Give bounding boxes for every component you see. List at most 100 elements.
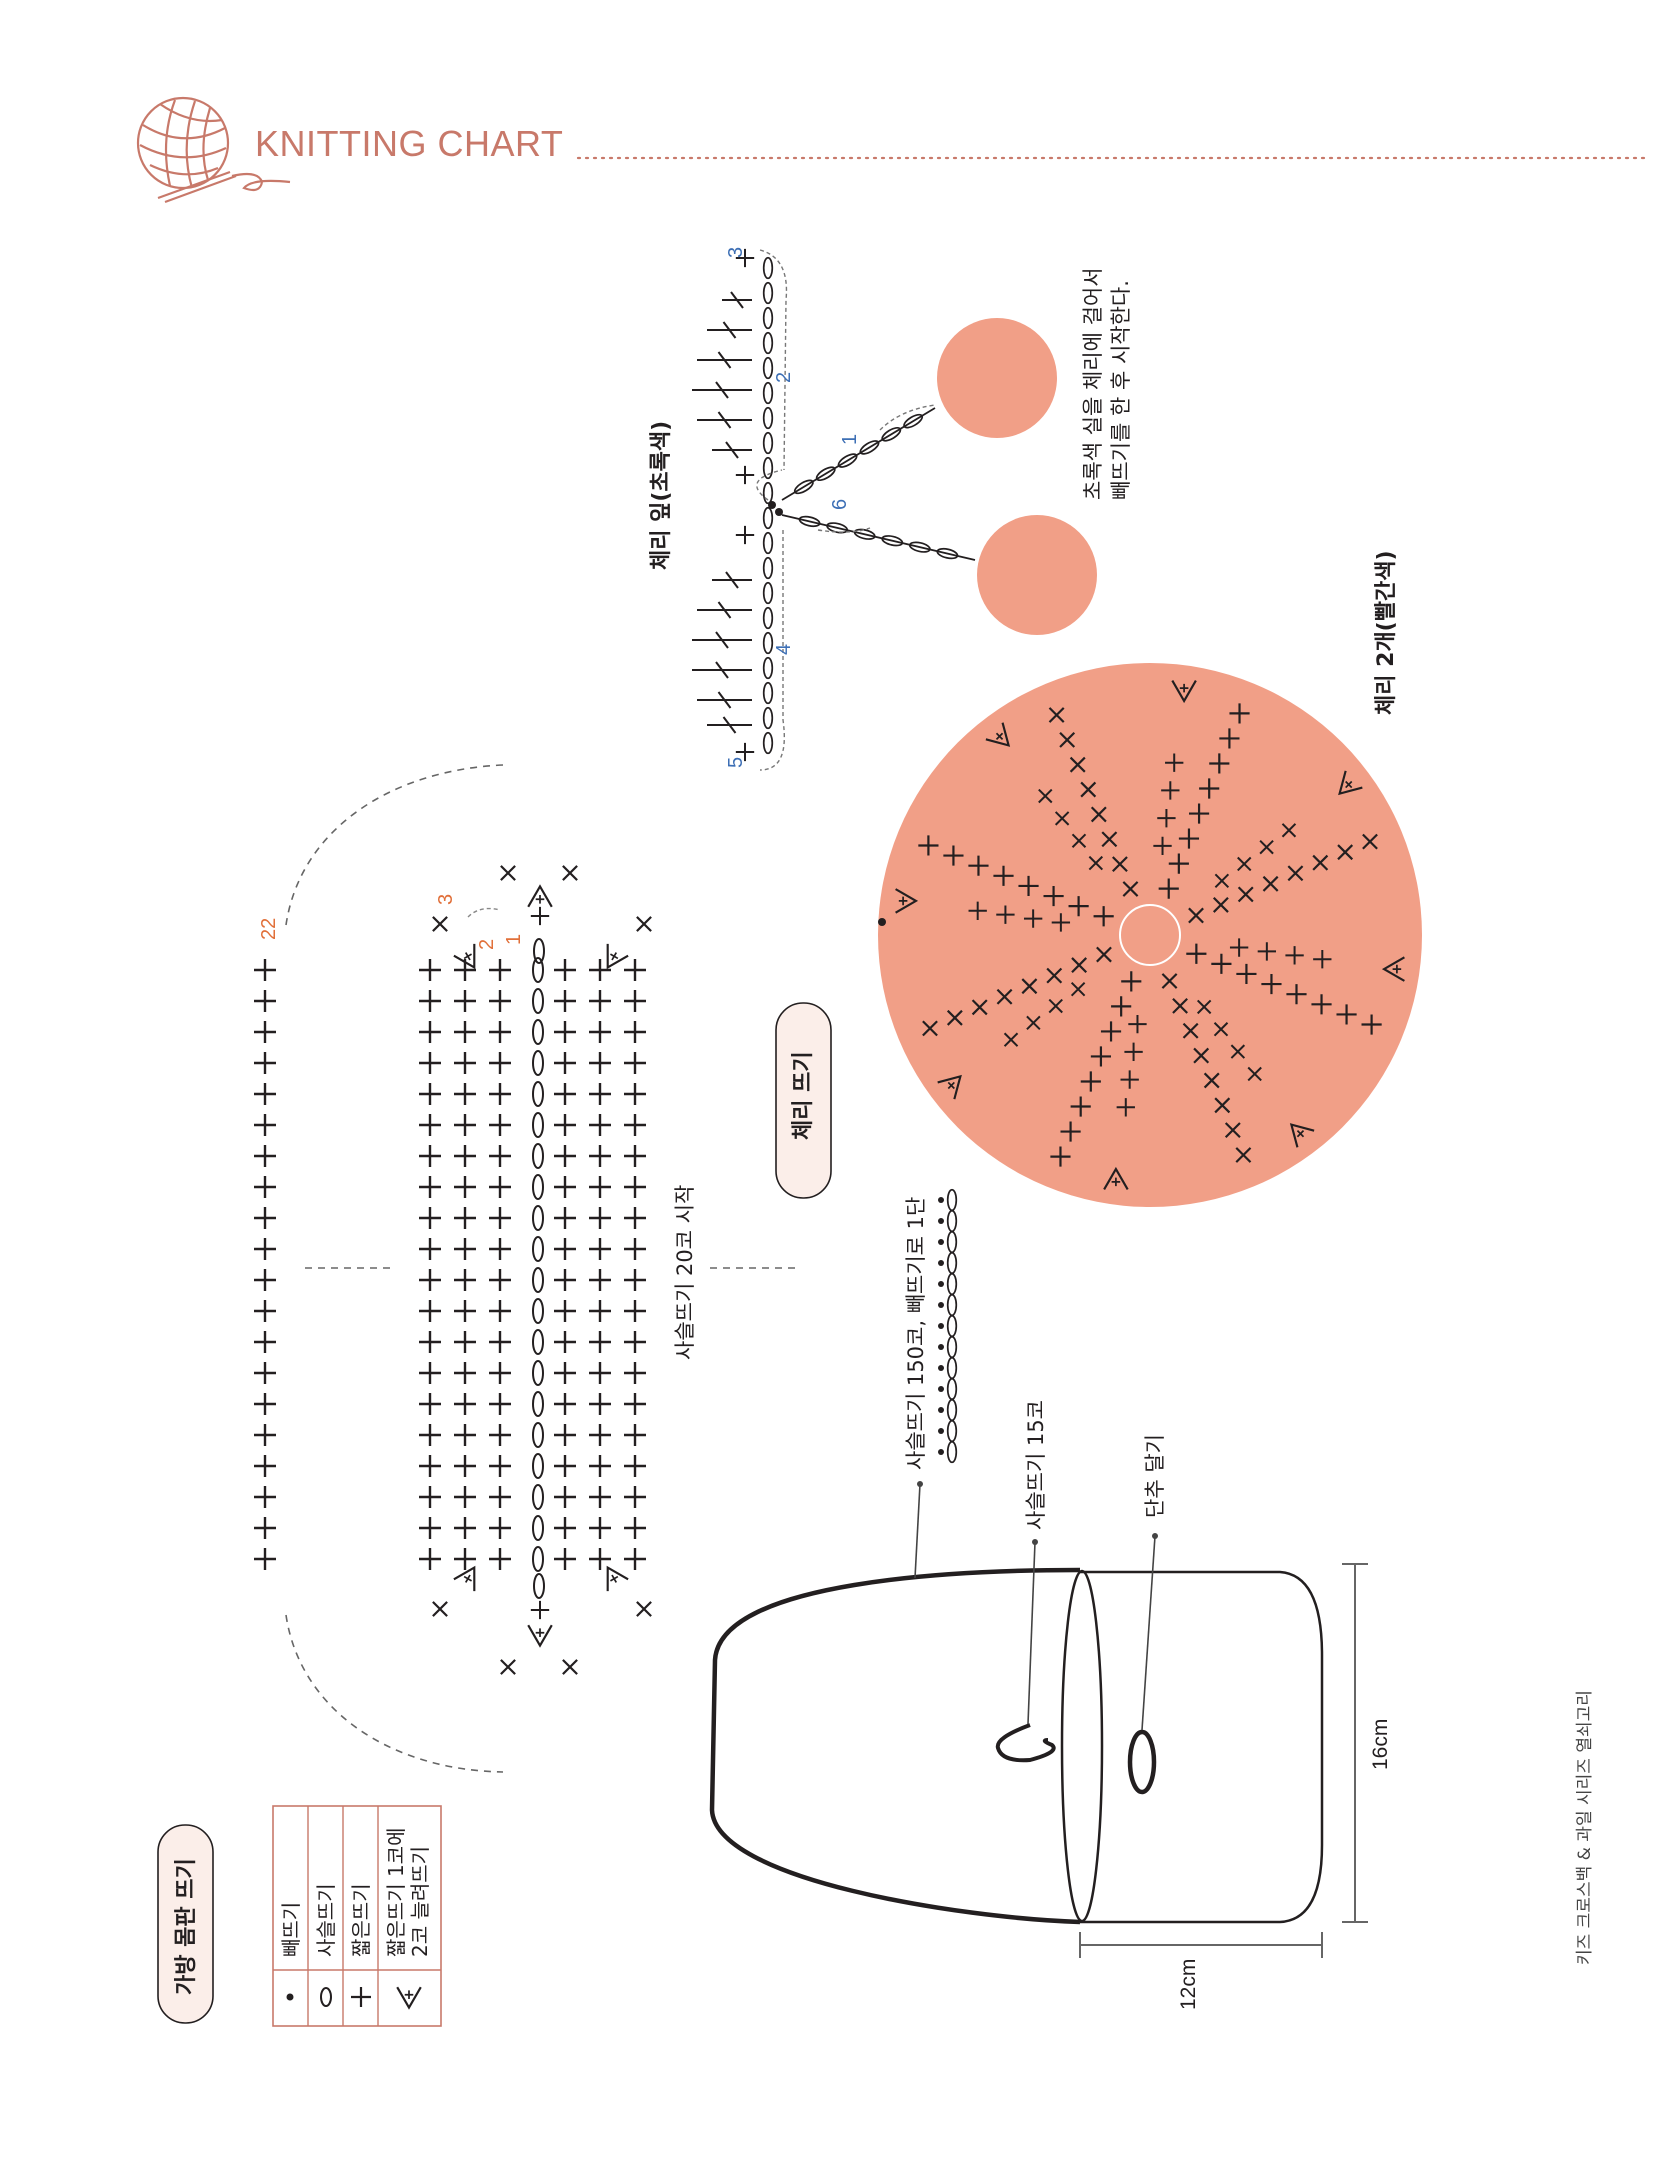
sc-stitch: [488, 1361, 512, 1385]
dc-stitch: [707, 321, 752, 339]
cherry-ball-bottom: [977, 515, 1097, 635]
sc-stitch: [418, 958, 442, 982]
chain-stitch: [946, 1440, 958, 1464]
cherry-two-title: 체리 2개(빨간색): [1374, 550, 1399, 715]
sc-stitch: [553, 989, 577, 1013]
start-note: 사슬뜨기 20코 시작: [673, 1185, 697, 1360]
header-title: KNITTING CHART: [255, 123, 563, 164]
sc-stitch: [418, 1144, 442, 1168]
sc-stitch: [253, 1454, 277, 1478]
chain-stitch: [946, 1209, 958, 1233]
sc-stitch: [488, 1299, 512, 1323]
chain-stitch: [762, 356, 774, 380]
round-arrow: [467, 907, 501, 918]
sc-stitch: [623, 1423, 647, 1447]
sc-stitch: [253, 1113, 277, 1137]
sc-stitch: [453, 1392, 477, 1416]
chain-stitch: [762, 606, 774, 630]
sc-stitch: [588, 1299, 612, 1323]
legend-label-chain: 사슬뜨기: [314, 1883, 338, 1957]
sc-stitch: [253, 1392, 277, 1416]
sc-stitch: [623, 1051, 647, 1075]
cherry-ball-top: [937, 318, 1057, 438]
sc-stitch: [453, 1268, 477, 1292]
sc-stitch: [588, 1485, 612, 1509]
legend-sc-icon: [351, 1987, 371, 2007]
cherry-leaf-title: 체리 잎(초록색): [649, 421, 674, 570]
legend-slip-icon: [286, 1993, 294, 2001]
yarn-ball-icon: [136, 96, 291, 204]
sc-stitch: [553, 1268, 577, 1292]
sc-stitch: [623, 1330, 647, 1354]
leaf-stitches: [692, 248, 755, 762]
chain-stitch: [532, 1360, 544, 1386]
sc-stitch: [253, 1051, 277, 1075]
sc-stitch: [553, 1454, 577, 1478]
round-arc-top: [285, 764, 504, 926]
sc-stitch: [623, 1454, 647, 1478]
sc-stitch: [418, 1423, 442, 1447]
sc-stitch: [623, 1516, 647, 1540]
sc-stitch: [553, 1516, 577, 1540]
sc-stitch: [553, 1175, 577, 1199]
sc-stitch: [588, 1516, 612, 1540]
width-label: 12cm: [1177, 1959, 1200, 2010]
sc-stitch: [418, 1392, 442, 1416]
sc-stitch: [253, 989, 277, 1013]
sc-stitch: [453, 1299, 477, 1323]
chain-stitch: [532, 1205, 544, 1231]
sc-stitch: [588, 1144, 612, 1168]
legend-chain-icon: [320, 1987, 332, 2007]
loop-pointer: [1027, 1541, 1036, 1725]
sc-stitch: [623, 958, 647, 982]
sc-stitch: [588, 1206, 612, 1230]
sc-stitch: [623, 1175, 647, 1199]
leaf-round-2: 2: [773, 372, 795, 383]
cherry-chart: 체리 2개(빨간색): [878, 550, 1422, 1207]
sc-stitch: [553, 958, 577, 982]
chain-stitch: [946, 1356, 958, 1380]
chain-stitch: [762, 656, 774, 680]
height-label: 16cm: [1369, 1719, 1392, 1770]
chain-stitch: [532, 988, 544, 1014]
sc-stitch: [488, 1454, 512, 1478]
dc-stitch: [697, 351, 752, 369]
chain-stitch: [532, 1236, 544, 1262]
chain-stitch: [762, 381, 774, 405]
cherry-knit-title: 체리 뜨기: [791, 1051, 816, 1140]
footer-series: 키즈 크로스백 & 과일 시리즈 열쇠고리: [1575, 1690, 1595, 1965]
leaf-note-line2: 빼뜨기를 한 후 시작한다.: [1109, 280, 1133, 500]
sc-stitch: [253, 1516, 277, 1540]
chain-stitch: [762, 256, 774, 280]
sc-stitch: [253, 1144, 277, 1168]
sc-stitch: [588, 1113, 612, 1137]
leaf-join-dot: [775, 508, 783, 516]
round-label-3: 3: [435, 894, 457, 905]
bag-body-title: 가방 몸판 뜨기: [174, 1858, 199, 1995]
slip-stitch: [938, 1302, 944, 1308]
cherry-start-dot: [878, 918, 886, 926]
sc-stitch: [588, 1237, 612, 1261]
sc-stitch: [418, 1454, 442, 1478]
sc-stitch: [453, 989, 477, 1013]
sc-stitch: [488, 1237, 512, 1261]
sc-stitch: [588, 1423, 612, 1447]
sc-stitch: [488, 958, 512, 982]
sc-stitch: [453, 1175, 477, 1199]
chain-stitch: [532, 1267, 544, 1293]
chain-stitch: [762, 406, 774, 430]
chain-stitch: [762, 506, 774, 530]
button-note: 단추 달기: [1143, 1434, 1167, 1518]
sc-stitch: [553, 1299, 577, 1323]
leaf-round-6: 6: [829, 499, 851, 510]
stem-arrow-6: [817, 527, 871, 533]
sc-stitch: [418, 1485, 442, 1509]
sc-stitch: [588, 1051, 612, 1075]
chain-stitch: [762, 456, 774, 480]
bag-opening: [1060, 1569, 1104, 1923]
legend-box: [272, 1805, 442, 2027]
sc-stitch: [253, 1237, 277, 1261]
chain-stitch: [532, 1329, 544, 1355]
sc-stitch: [418, 1113, 442, 1137]
dc-stitch: [692, 381, 752, 399]
